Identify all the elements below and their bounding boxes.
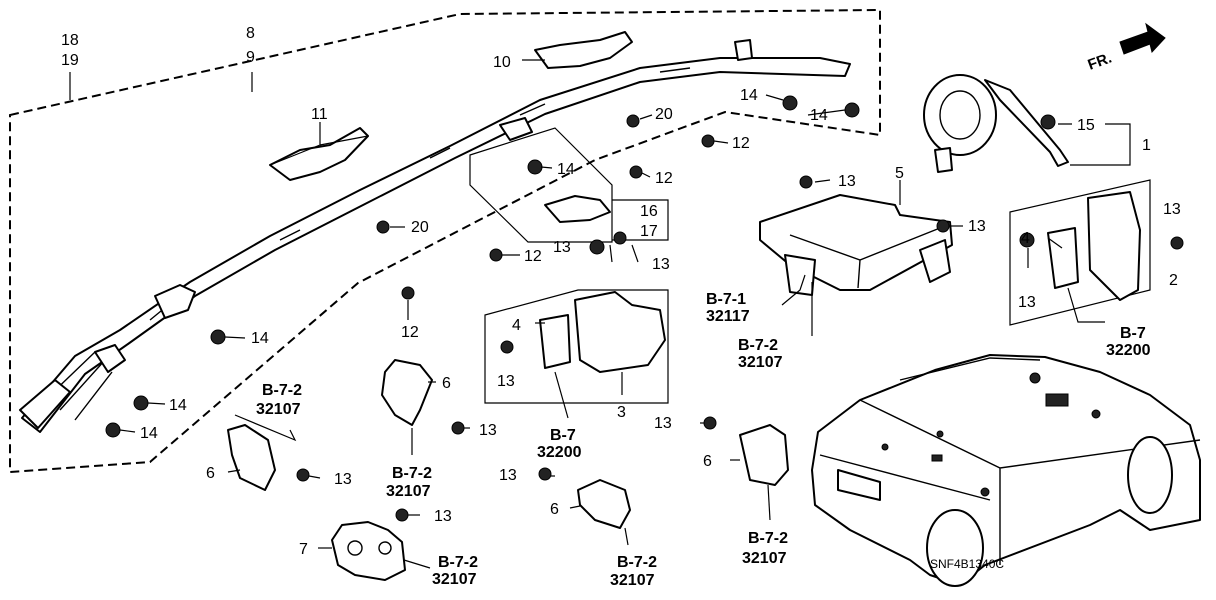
reference-code: B-7-2 (748, 530, 788, 547)
callout-7: 7 (299, 541, 308, 558)
reference-number: 32200 (537, 444, 582, 461)
callout-13: 13 (652, 256, 670, 273)
bracket-16-17-box (469, 127, 669, 243)
callout-4: 4 (512, 317, 521, 334)
callout-13: 13 (434, 508, 452, 525)
impact-sensor-6-middle (538, 467, 631, 546)
callout-20: 20 (655, 106, 673, 123)
callout-9: 9 (246, 49, 255, 66)
callout-14: 14 (251, 330, 269, 347)
srs-control-unit (759, 175, 963, 336)
clock-spring (923, 74, 1131, 173)
vehicle-location-view (811, 354, 1201, 587)
callout-6: 6 (550, 501, 559, 518)
callout-12: 12 (655, 170, 673, 187)
center-sensor-assembly (484, 231, 669, 419)
callout-11: 11 (311, 106, 328, 123)
reference-code: B-7-1 (706, 291, 746, 308)
impact-sensor-6-upper (381, 359, 470, 455)
callout-3: 3 (617, 404, 626, 421)
callout-5: 5 (895, 165, 904, 182)
direction-label: FR. (1086, 50, 1115, 74)
sensor-7 (318, 508, 431, 581)
callout-8: 8 (246, 25, 255, 42)
callout-15: 15 (1077, 117, 1095, 134)
callout-13: 13 (654, 415, 672, 432)
curtain-airbag-group-outline (9, 8, 881, 474)
callout-6: 6 (703, 453, 712, 470)
curtain-bolts (105, 95, 860, 438)
callout-13: 13 (968, 218, 986, 235)
callout-6: 6 (442, 375, 451, 392)
curtain-leaders (69, 59, 846, 433)
callout-18: 18 (61, 32, 79, 49)
reference-number: 32107 (742, 550, 787, 567)
callout-13: 13 (334, 471, 352, 488)
reference-number: 32107 (256, 401, 301, 418)
callout-14: 14 (140, 425, 158, 442)
callout-numbers: 18 19 8 9 10 11 14 14 20 12 14 12 16 17 … (61, 25, 1181, 558)
callout-14: 14 (810, 107, 828, 124)
callout-4: 4 (1021, 230, 1030, 247)
reference-code: B-7-2 (617, 554, 657, 571)
impact-sensor-6-right (700, 416, 789, 521)
callout-13: 13 (1163, 201, 1181, 218)
reference-code: B-7-2 (262, 382, 302, 399)
callout-14: 14 (740, 87, 758, 104)
reference-code: B-7 (1120, 325, 1146, 342)
callout-13: 13 (838, 173, 856, 190)
callout-13: 13 (1018, 294, 1036, 311)
reference-code: B-7-2 (738, 337, 778, 354)
callout-17: 17 (640, 223, 658, 240)
reference-number: 32117 (706, 308, 750, 325)
front-direction-arrow: FR. (1086, 22, 1166, 74)
callout-2: 2 (1169, 272, 1178, 289)
callout-12: 12 (524, 248, 542, 265)
callout-13: 13 (553, 239, 571, 256)
reference-code: B-7-2 (392, 465, 432, 482)
callout-10: 10 (493, 54, 511, 71)
reference-number: 32200 (1106, 342, 1151, 359)
callout-20: 20 (411, 219, 429, 236)
callout-1: 1 (1142, 137, 1151, 154)
side-curtain-airbag (19, 31, 851, 433)
callout-16: 16 (640, 203, 658, 220)
callout-14: 14 (169, 397, 187, 414)
callout-13: 13 (479, 422, 497, 439)
reference-code: B-7 (550, 427, 576, 444)
callout-13: 13 (499, 467, 517, 484)
callout-14: 14 (557, 161, 575, 178)
callout-19: 19 (61, 52, 79, 69)
reference-number: 32107 (432, 571, 477, 588)
reference-code: B-7-2 (438, 554, 478, 571)
reference-number: 32107 (386, 483, 431, 500)
callout-12: 12 (732, 135, 750, 152)
right-sensor-assembly (1009, 179, 1184, 326)
callout-13: 13 (497, 373, 515, 390)
reference-number: 32107 (610, 572, 655, 589)
reference-labels: B-7-1 32117 B-7-2 32107 B-7 32200 B-7-2 … (256, 291, 1151, 589)
callout-6: 6 (206, 465, 215, 482)
callout-12: 12 (401, 324, 419, 341)
drawing-code: SNF4B1340C (930, 557, 1004, 571)
impact-sensor-6-left (227, 414, 321, 491)
reference-number: 32107 (738, 354, 783, 371)
